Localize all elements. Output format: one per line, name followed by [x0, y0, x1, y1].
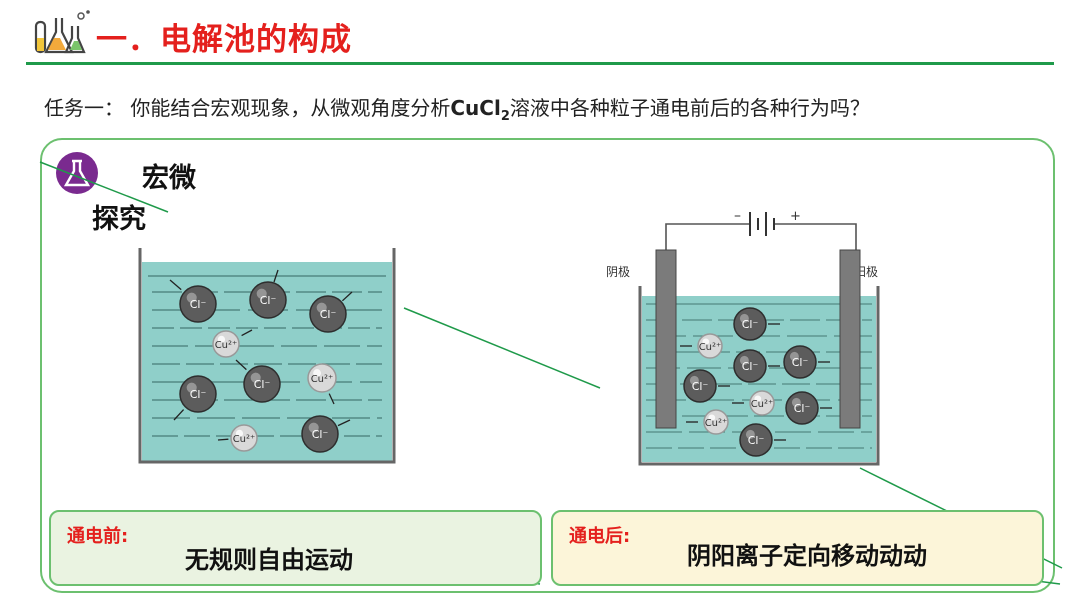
after-power-text: 阴阳离子定向移动动动 [687, 542, 927, 570]
chloride-ion: Cl⁻ [785, 391, 832, 425]
formula: CuCl2 [450, 96, 510, 124]
motion-arrow [241, 329, 253, 337]
after-power-label: 通电后: [569, 526, 631, 547]
ion-label: Cl⁻ [190, 388, 207, 401]
beaker-wall [638, 286, 880, 466]
copper-ion: Cu²⁺ [307, 363, 337, 405]
ion-label: Cl⁻ [692, 380, 709, 393]
motion-arrow [217, 438, 229, 441]
ion-label: Cl⁻ [792, 356, 809, 369]
title-divider [26, 62, 1054, 65]
copper-ion: Cu²⁺ [686, 409, 729, 435]
copper-ion: Cu²⁺ [680, 333, 723, 359]
chloride-ion: Cl⁻ [169, 279, 217, 323]
copper-ion: Cu²⁺ [217, 424, 258, 452]
wire [665, 223, 857, 260]
before-power-text: 无规则自由运动 [185, 546, 353, 574]
chloride-ion: Cl⁻ [301, 415, 351, 453]
ion-label: Cu²⁺ [233, 434, 256, 445]
ion-group: Cl⁻ Cu²⁺ Cl⁻ Cl⁻ Cl⁻ Cu²⁺ Cl⁻ Cu²⁺ Cl⁻ [680, 307, 832, 457]
ion-label: Cl⁻ [320, 308, 337, 321]
chloride-ion: Cl⁻ [309, 291, 353, 333]
ion-label: Cl⁻ [742, 360, 759, 373]
before-power-label: 通电前: [67, 526, 129, 547]
motion-arrow [273, 269, 279, 283]
ion-label: Cl⁻ [254, 378, 271, 391]
chloride-ion: Cl⁻ [683, 369, 730, 403]
task-suffix: 溶液中各种粒子通电前后的各种行为吗？ [509, 96, 870, 120]
chloride-ion: Cl⁻ [249, 269, 287, 319]
page-title: 一．电解池的构成 [96, 22, 352, 58]
copper-ion: Cu²⁺ [732, 390, 775, 416]
ion-label: Cl⁻ [794, 402, 811, 415]
chemistry-flask-icon [34, 10, 90, 54]
chloride-ion: Cl⁻ [783, 345, 830, 379]
battery-plus: + [790, 209, 801, 224]
motion-arrow [235, 359, 247, 371]
after-power-box: 通电后: 阴阳离子定向移动动动 [551, 510, 1044, 586]
ion-label: Cl⁻ [742, 318, 759, 331]
cathode-electrode [655, 249, 677, 429]
ion-label: Cu²⁺ [705, 418, 728, 429]
copper-ion: Cu²⁺ [212, 329, 253, 358]
motion-arrow [341, 291, 353, 302]
motion-arrow [169, 279, 182, 291]
chloride-ion: Cl⁻ [733, 307, 780, 341]
motion-arrow [328, 393, 335, 405]
chloride-ion: Cl⁻ [739, 423, 786, 457]
chloride-ion: Cl⁻ [173, 375, 217, 421]
battery-minus: – [734, 208, 741, 224]
electrolysis-cell: – + 阴极 阳极 Cl⁻Cu²⁺Cl⁻Cl⁻Cl⁻Cu²⁺Cl⁻Cu²⁺Cl⁻ [606, 208, 880, 466]
explore-flask-icon [56, 152, 98, 194]
formula-subscript: 2 [500, 109, 510, 124]
anode-electrode [839, 249, 861, 429]
beaker-before: Cl⁻ Cl⁻ Cl⁻ Cu²⁺ Cl⁻ Cl⁻ Cu²⁺ Cu²⁺ Cl⁻ [138, 248, 396, 464]
chloride-ion: Cl⁻ [733, 349, 780, 383]
ion-group: Cl⁻ Cl⁻ Cl⁻ Cu²⁺ Cl⁻ Cl⁻ Cu²⁺ Cu²⁺ Cl⁻ [169, 269, 353, 453]
ion-label: Cu²⁺ [311, 374, 334, 385]
content-panel [40, 138, 1055, 593]
section-label-line1: 宏微 [142, 163, 196, 194]
chloride-ion: Cl⁻ [235, 359, 281, 403]
task-question: 任务一： 你能结合宏观现象，从微观角度分析CuCl2溶液中各种粒子通电前后的各种… [44, 92, 870, 124]
ion-label: Cu²⁺ [215, 340, 238, 351]
ion-label: Cl⁻ [748, 434, 765, 447]
cathode-label: 阴极 [606, 265, 630, 279]
motion-arrow [337, 419, 351, 427]
ion-label: Cu²⁺ [699, 342, 722, 353]
task-prefix: 任务一： 你能结合宏观现象，从微观角度分析 [44, 96, 451, 120]
formula-main: CuCl [450, 96, 501, 120]
section-label-line2: 探究 [92, 204, 146, 235]
ion-label: Cl⁻ [312, 428, 329, 441]
before-power-box: 通电前: 无规则自由运动 [49, 510, 542, 586]
ion-label: Cu²⁺ [751, 399, 774, 410]
ion-label: Cl⁻ [190, 298, 207, 311]
motion-arrow [173, 409, 185, 421]
beaker-wall [138, 248, 396, 464]
ion-label: Cl⁻ [260, 294, 277, 307]
